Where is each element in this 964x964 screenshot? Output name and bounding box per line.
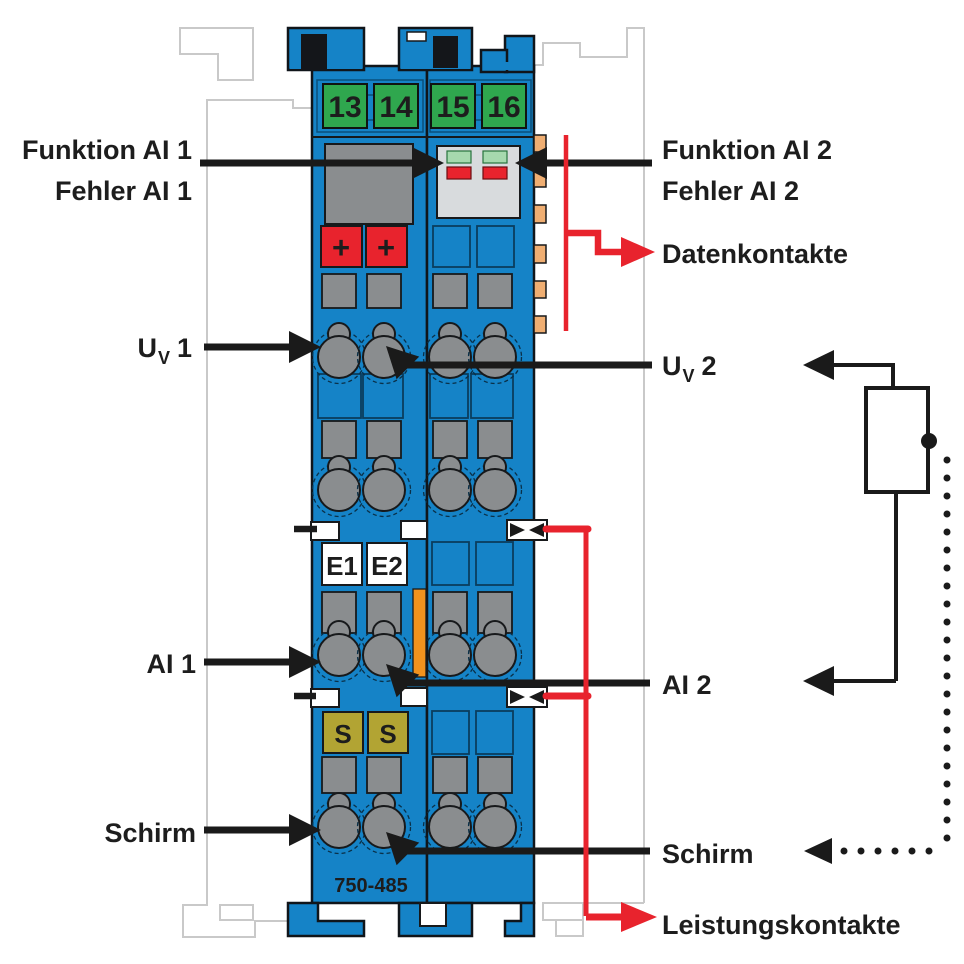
- rail-foot-left: [286, 901, 366, 938]
- arrow-ai1-head: [289, 646, 321, 678]
- label-leistungskontakte: Leistungskontakte: [662, 910, 901, 940]
- contact-callouts-red: [542, 135, 657, 932]
- error-led-ai1: [446, 166, 472, 180]
- label-datenkontakte: Datenkontakte: [662, 239, 848, 269]
- terminal-number-14: 14: [379, 91, 413, 124]
- function-led-ai2: [482, 150, 508, 164]
- input-plate-e1: [321, 542, 363, 586]
- blue-tab: [432, 225, 471, 268]
- datenkontakte-arrow-head: [621, 237, 655, 267]
- external-circuit: [803, 350, 951, 864]
- terminal-number-15: 15: [436, 91, 469, 124]
- plus-marking-1: +: [332, 230, 350, 265]
- plus-marker-2: [365, 225, 408, 268]
- latch-slot-middle: [433, 36, 458, 68]
- plus-marker-1: [320, 225, 363, 268]
- label-ai-2: AI 2: [662, 670, 712, 700]
- terminal-number-13: 13: [328, 91, 361, 124]
- rail-right-edge: [534, 27, 645, 903]
- rail-bottom-right-slot: [542, 902, 584, 921]
- label-funktion-ai-1: Funktion AI 1: [22, 135, 192, 165]
- shield-plate-2: [367, 711, 409, 754]
- terminal-plate-15: [430, 83, 476, 129]
- sensor-symbol: [864, 386, 930, 494]
- part-number: 750-485: [334, 875, 407, 897]
- label-fehler-ai-2: Fehler AI 2: [662, 176, 799, 206]
- function-led-ai1: [446, 150, 472, 164]
- arrow-funktion-ai1-head: [412, 147, 444, 179]
- circuit-top-line: [834, 363, 895, 388]
- rail-bottom-left-slot: [219, 904, 254, 921]
- label-fehler-ai-1: Fehler AI 1: [55, 176, 192, 206]
- terminal-plate-14: [373, 83, 419, 129]
- rail-foot-slot: [419, 902, 447, 927]
- terminal-number-plates: 13 14 15 16: [322, 83, 527, 129]
- circuit-top-arrow-head: [803, 350, 834, 380]
- jumper-slot: [400, 520, 428, 540]
- coding-strip-orange: [412, 588, 427, 678]
- circuit-bottom-arrow-head: [803, 666, 834, 696]
- terminal-socket-left: [316, 79, 424, 133]
- arrow-ai2-head: [386, 664, 420, 698]
- label-schirm-right: Schirm: [662, 839, 754, 869]
- rail-top-left-hook: [179, 27, 254, 81]
- shield-marking-2: S: [379, 719, 396, 749]
- arrow-uv2-head: [386, 346, 420, 380]
- terminal-plate-13: [322, 83, 368, 129]
- rail-foot-right: [503, 901, 536, 938]
- arrow-uv1-head: [289, 331, 321, 363]
- shield-dotted-arrow-head: [804, 838, 832, 864]
- arrow-schirm-left-head: [289, 814, 321, 846]
- shield-plate-1: [322, 711, 364, 754]
- input-plate-e2: [366, 542, 408, 586]
- input-marking-e2: E2: [371, 551, 403, 581]
- label-schirm-left: Schirm: [104, 818, 196, 848]
- arrow-schirm-right-head: [386, 832, 420, 866]
- latch-cover: [483, 62, 531, 70]
- io-module: 13 14 15 16 + +: [286, 26, 548, 938]
- latch-slot-left: [301, 34, 327, 70]
- terminal-plate-16: [481, 83, 527, 129]
- label-funktion-ai-2: Funktion AI 2: [662, 135, 832, 165]
- error-led-ai2: [482, 166, 508, 180]
- blue-tabs: [317, 373, 514, 755]
- marking-field: [324, 143, 414, 225]
- junction-dot: [921, 433, 937, 449]
- plus-marking-2: +: [377, 230, 395, 265]
- terminal-number-16: 16: [487, 91, 520, 124]
- leistungskontakte-arrow-head: [621, 902, 657, 932]
- input-marking-e1: E1: [326, 551, 358, 581]
- jumper-slot: [400, 687, 428, 707]
- callout-arrows: [200, 147, 652, 866]
- shield-dotted-line: [804, 456, 951, 864]
- power-contact-symbol-lower: [506, 686, 548, 708]
- blue-tab: [476, 225, 515, 268]
- shield-marking-1: S: [334, 719, 351, 749]
- power-contact-symbol-upper: [506, 519, 548, 541]
- datenkontakte-arrow-line: [566, 229, 621, 256]
- rail-bottom-right-slot2: [555, 919, 584, 937]
- arrow-funktion-ai2-head: [515, 147, 547, 179]
- latch-notch-white: [406, 31, 427, 42]
- rail-left-edge: [182, 99, 312, 938]
- carrier-rail-outline: [179, 27, 645, 938]
- label-ai-1: AI 1: [146, 649, 196, 679]
